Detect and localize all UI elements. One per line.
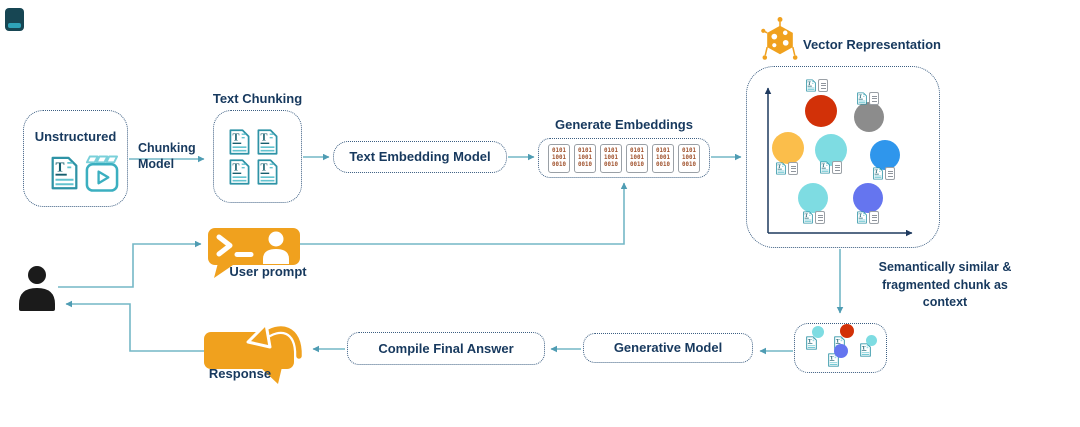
text-embedding-model-label: Text Embedding Model <box>349 149 491 165</box>
chunk-embedding-pair <box>806 79 828 92</box>
mini-doc-icon <box>803 211 813 224</box>
chunk-doc-icon <box>229 129 250 155</box>
vector-point <box>772 132 804 164</box>
mini-doc-icon <box>806 79 816 92</box>
mini-binary-icon <box>869 211 879 224</box>
mini-doc-icon <box>820 161 830 174</box>
text-chunking-box <box>213 110 302 203</box>
chunk-embedding-pair <box>803 211 825 224</box>
text-chunking-label: Text Chunking <box>212 91 303 106</box>
vector-cube-icon <box>761 17 798 60</box>
chunk-doc-icon <box>257 159 278 185</box>
vector-point <box>798 183 828 213</box>
mini-binary-icon <box>818 79 828 92</box>
person-icon <box>19 266 55 311</box>
edge-person-to-userprompt <box>58 240 202 288</box>
chunk-embedding-pair <box>820 161 842 174</box>
mini-binary-icon <box>869 92 879 105</box>
context-point <box>865 334 877 346</box>
chunking-model-edge-label: Chunking Model <box>138 140 196 172</box>
text-document-icon <box>51 156 78 190</box>
vector-representation-label: Vector Representation <box>803 37 941 52</box>
edge-userprompt-to-embeddings <box>298 182 628 245</box>
generative-model-label: Generative Model <box>613 340 723 356</box>
context-doc-icon <box>806 336 817 350</box>
video-icon <box>85 155 119 192</box>
generative-model-box: Generative Model <box>583 333 753 363</box>
semantic-note-line2: fragmented chunk as <box>882 277 1008 292</box>
vector-point <box>853 183 883 213</box>
mini-binary-icon <box>788 162 798 175</box>
user-prompt-label: User prompt <box>229 264 307 279</box>
vector-point <box>870 140 900 170</box>
text-embedding-model-box: Text Embedding Model <box>333 141 507 173</box>
semantic-note-line3: context <box>922 295 968 309</box>
corner-logo-accent <box>8 23 21 28</box>
vector-point <box>805 95 837 127</box>
generate-embeddings-label: Generate Embeddings <box>555 117 693 132</box>
mini-doc-icon <box>857 92 867 105</box>
semantic-note: Semantically similar & fragmented chunk … <box>860 259 1030 312</box>
mini-doc-icon <box>857 211 867 224</box>
semantic-note-line1: Semantically similar & <box>878 260 1012 274</box>
unstructured-label: Unstructured <box>34 129 117 144</box>
mini-doc-icon <box>873 167 883 180</box>
corner-logo <box>5 8 24 31</box>
chunk-embedding-pair <box>857 92 879 105</box>
chunk-doc-icon <box>257 129 278 155</box>
mini-binary-icon <box>832 161 842 174</box>
user-prompt-bubble-icon <box>208 228 300 278</box>
response-label: Response <box>208 366 272 381</box>
context-point <box>840 324 854 338</box>
chunk-embedding-pair <box>873 167 895 180</box>
chunk-embedding-pair <box>857 211 879 224</box>
compile-final-answer-box: Compile Final Answer <box>347 332 545 365</box>
mini-binary-icon <box>815 211 825 224</box>
mini-doc-icon <box>776 162 786 175</box>
vector-point <box>815 134 847 166</box>
edge-response-to-person <box>65 300 204 352</box>
chunking-model-line1: Chunking <box>138 141 196 155</box>
context-point <box>834 344 848 358</box>
mini-binary-icon <box>885 167 895 180</box>
chunking-model-line2: Model <box>138 157 175 171</box>
vector-panel <box>746 66 940 248</box>
response-bubble-icon <box>204 322 304 384</box>
context-point <box>812 326 824 338</box>
vector-point <box>854 102 884 132</box>
compile-final-answer-label: Compile Final Answer <box>378 340 514 356</box>
chunk-doc-icon <box>229 159 250 185</box>
chunk-embedding-pair <box>776 162 798 175</box>
